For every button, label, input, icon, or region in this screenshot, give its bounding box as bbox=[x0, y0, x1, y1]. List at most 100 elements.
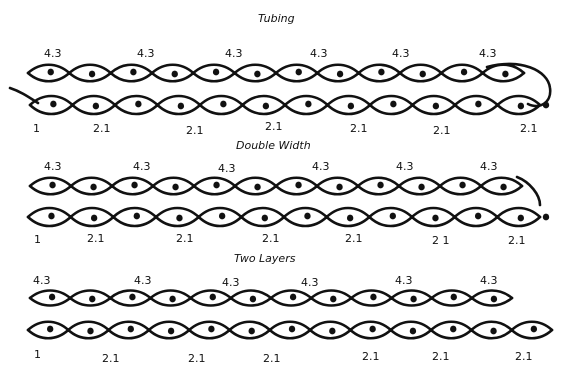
warp-dot bbox=[262, 102, 270, 110]
warp-dot bbox=[502, 70, 509, 78]
warp-dot bbox=[130, 68, 137, 76]
warp-dot bbox=[131, 181, 138, 189]
double-width-bottom-labels: 1 2.1 2.1 2.1 2.1 2 1 2.1 bbox=[34, 232, 526, 247]
tubing-top-label: 4.3 bbox=[225, 47, 243, 60]
warp-dot bbox=[459, 181, 466, 189]
warp-dot bbox=[377, 181, 384, 189]
warp-dot bbox=[46, 325, 54, 333]
warp-dot bbox=[289, 293, 297, 301]
tubing-bottom-label: 2.1 bbox=[265, 120, 283, 133]
warp-dot bbox=[213, 181, 220, 189]
warp-dot bbox=[305, 100, 312, 108]
warp-dot bbox=[304, 212, 311, 220]
thread-lower-strand bbox=[26, 328, 554, 340]
warp-dot bbox=[176, 214, 183, 222]
warp-dot bbox=[212, 68, 220, 76]
double-width-bottom-label: 2 1 bbox=[432, 234, 450, 247]
two-layers-title: Two Layers bbox=[234, 252, 296, 265]
tubing-left-tail bbox=[8, 86, 40, 105]
double-width-top-label: 4.3 bbox=[133, 160, 151, 173]
warp-dot bbox=[171, 70, 178, 78]
warp-dot bbox=[490, 295, 498, 303]
tubing-bottom-label: 2.1 bbox=[186, 124, 204, 137]
tubing-top-label: 4.3 bbox=[310, 47, 328, 60]
warp-dot bbox=[474, 212, 482, 220]
warp-dot bbox=[450, 293, 457, 301]
warp-dot bbox=[517, 102, 525, 110]
warp-dot bbox=[135, 100, 142, 108]
double-width-top-labels: 4.3 4.3 4.3 4.3 4.3 4.3 bbox=[44, 160, 498, 175]
double-width-bottom-label: 1 bbox=[34, 233, 41, 246]
warp-dot bbox=[336, 183, 343, 191]
warp-dot bbox=[460, 68, 468, 76]
warp-dot bbox=[390, 100, 397, 108]
tubing-bottom-labels: 1 2.1 2.1 2.1 2.1 2.1 2.1 bbox=[33, 120, 538, 137]
warp-dot bbox=[48, 212, 55, 220]
double-width-bottom-label: 2.1 bbox=[176, 232, 194, 245]
warp-dot bbox=[432, 214, 439, 222]
warp-dot bbox=[370, 293, 377, 301]
two-layers-bottom-label: 2.1 bbox=[263, 352, 281, 365]
warp-dot bbox=[346, 214, 354, 222]
warp-dot bbox=[90, 183, 97, 191]
two-layers-top-label: 4.3 bbox=[222, 276, 240, 289]
thread-lower-strand bbox=[26, 71, 526, 83]
tubing-title: Tubing bbox=[258, 12, 295, 25]
two-layers-top-label: 4.3 bbox=[301, 276, 319, 289]
warp-dot bbox=[167, 327, 175, 335]
warp-dot bbox=[48, 293, 56, 301]
thread-lower-strand bbox=[28, 103, 542, 116]
warp-dot bbox=[177, 102, 185, 110]
two-layers-bottom-label: 2.1 bbox=[188, 352, 206, 365]
warp-dot bbox=[90, 214, 98, 222]
tubing-section: Tubing 4.3 4.3 4.3 4.3 4.3 4.3 1 2.1 2.1… bbox=[8, 12, 552, 137]
two-layers-bottom-label: 1 bbox=[34, 348, 41, 361]
warp-dot bbox=[172, 183, 179, 191]
double-width-top-label: 4.3 bbox=[480, 160, 498, 173]
warp-dot bbox=[50, 100, 57, 108]
tubing-top-label: 4.3 bbox=[479, 47, 497, 60]
two-layers-bottom-label: 2.1 bbox=[102, 352, 120, 365]
tubing-bottom-thread bbox=[28, 94, 550, 116]
double-width-top-label: 4.3 bbox=[44, 160, 62, 173]
two-layers-top-label: 4.3 bbox=[134, 274, 152, 287]
double-width-bottom-label: 2.1 bbox=[508, 234, 526, 247]
warp-dot bbox=[87, 327, 94, 335]
thread-upper-strand bbox=[26, 320, 554, 332]
two-layers-bottom-label: 2.1 bbox=[432, 350, 450, 363]
warp-dot bbox=[249, 295, 257, 303]
double-width-bottom-label: 2.1 bbox=[262, 232, 280, 245]
warp-dot bbox=[378, 68, 385, 76]
warp-dot bbox=[542, 213, 550, 221]
double-width-top-label: 4.3 bbox=[312, 160, 330, 173]
two-layers-top-label: 4.3 bbox=[395, 274, 413, 287]
warp-dot bbox=[47, 68, 54, 76]
warp-dot bbox=[450, 325, 457, 333]
warp-dot bbox=[208, 325, 215, 333]
warp-dot bbox=[220, 100, 227, 108]
two-layers-bottom-label: 2.1 bbox=[515, 350, 533, 363]
warp-dot bbox=[500, 183, 507, 191]
two-layers-top-labels: 4.3 4.3 4.3 4.3 4.3 4.3 bbox=[33, 274, 498, 289]
warp-dot bbox=[88, 70, 96, 78]
double-width-bottom-label: 2.1 bbox=[345, 232, 363, 245]
tubing-bottom-label: 2.1 bbox=[520, 122, 538, 135]
warp-dot bbox=[389, 212, 396, 220]
thread-lower-strand bbox=[26, 215, 542, 228]
warp-dot bbox=[129, 293, 136, 301]
double-width-top-label: 4.3 bbox=[218, 162, 236, 175]
warp-dot bbox=[209, 293, 216, 301]
warp-dot bbox=[409, 327, 417, 335]
warp-dot bbox=[330, 295, 337, 303]
warp-dot bbox=[288, 325, 296, 333]
double-width-right-tail bbox=[515, 175, 542, 207]
warp-dot bbox=[295, 68, 302, 76]
warp-dot bbox=[169, 295, 176, 303]
warp-dot bbox=[248, 327, 255, 335]
warp-dot bbox=[254, 70, 261, 78]
double-width-bottom-label: 2.1 bbox=[87, 232, 105, 245]
tubing-bottom-label: 2.1 bbox=[93, 122, 111, 135]
double-width-section: Double Width 4.3 4.3 4.3 4.3 4.3 4.3 1 2… bbox=[26, 139, 550, 247]
tubing-bottom-label: 2.1 bbox=[350, 122, 368, 135]
